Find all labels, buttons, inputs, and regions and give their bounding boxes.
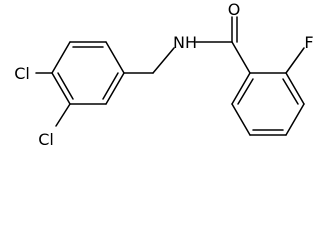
- chemical-structure-diagram: NH O F Cl Cl: [14, 0, 313, 149]
- fluorophenyl-ring: [231, 72, 305, 136]
- f-bond: [285, 47, 305, 74]
- cl3-bond: [55, 103, 71, 127]
- ring-bond: [285, 103, 305, 136]
- atom-label-cl-3: Cl: [38, 130, 54, 149]
- dichlorophenyl-ring: [51, 41, 125, 105]
- ring-bond: [105, 41, 125, 74]
- ch2-to-nh-bond: [152, 47, 175, 74]
- ring-bond: [51, 41, 71, 74]
- ring-double-bond-inner: [282, 78, 299, 105]
- ring-double-bond-inner: [57, 72, 74, 100]
- ring-bond: [231, 103, 251, 136]
- ring-bond: [231, 72, 251, 105]
- atom-label-f: F: [304, 33, 313, 52]
- carbonyl-to-ring-bond: [231, 41, 251, 74]
- atom-label-nh: NH: [173, 33, 197, 52]
- ring-double-bond-inner: [237, 78, 254, 105]
- ring-bond: [51, 72, 71, 105]
- atom-label-cl-4: Cl: [14, 64, 30, 83]
- ring-bond: [105, 72, 125, 105]
- ring-double-bond-inner: [102, 72, 119, 100]
- atom-label-o: O: [228, 0, 241, 19]
- ring-bond: [285, 72, 305, 105]
